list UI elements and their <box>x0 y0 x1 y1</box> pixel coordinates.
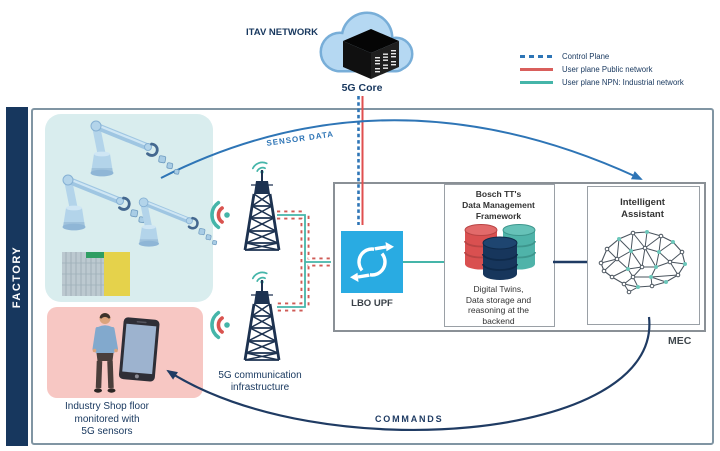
legend-item-industrial-network: User plane NPN: Industrial network <box>520 76 684 89</box>
legend-label: User plane Public network <box>562 65 653 74</box>
factory-label: FACTORY <box>11 245 24 308</box>
commands-flow-label: COMMANDS <box>375 414 444 424</box>
public-network-line-swatch <box>520 68 553 71</box>
cloud-icon <box>319 11 414 73</box>
server-icon <box>343 29 399 79</box>
legend: Control Plane User plane Public network … <box>520 50 684 89</box>
bosch-framework-title: Bosch TT's Data Management Framework <box>462 189 535 221</box>
shop-floor-caption: Industry Shop floor monitored with 5G se… <box>65 401 149 437</box>
industrial-network-line-swatch <box>520 81 553 84</box>
mec-label: MEC <box>668 335 692 347</box>
infrastructure-caption: 5G communication infrastructure <box>218 370 302 393</box>
5g-core-label: 5G Core <box>341 82 383 94</box>
itav-network-label: ITAV NETWORK <box>246 27 318 38</box>
robot-area <box>45 114 213 302</box>
legend-label: Control Plane <box>562 52 610 61</box>
factory-sidebar: FACTORY <box>6 107 28 446</box>
lbo-upf-tile <box>341 231 403 293</box>
control-plane-line-swatch <box>520 55 553 58</box>
legend-label: User plane NPN: Industrial network <box>562 78 684 87</box>
intelligent-assistant-title: Intelligent Assistant <box>620 197 665 220</box>
shop-floor-area <box>47 307 203 398</box>
bosch-framework-caption: Digital Twins, Data storage and reasonin… <box>465 284 532 326</box>
legend-item-public-network: User plane Public network <box>520 63 684 76</box>
lbo-upf-label: LBO UPF <box>351 298 393 309</box>
legend-item-control-plane: Control Plane <box>520 50 684 63</box>
